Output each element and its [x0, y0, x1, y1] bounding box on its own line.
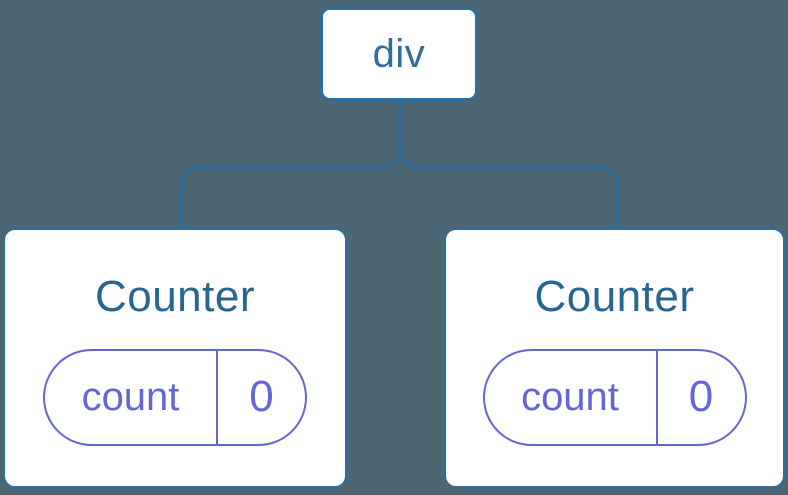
- state-value-count: 0: [688, 372, 714, 421]
- tree-node-counter-right: Counter count 0: [444, 228, 785, 488]
- counter-left-label: Counter: [94, 271, 256, 321]
- state-key-count: count: [521, 374, 619, 419]
- state-value-count: 0: [249, 372, 274, 421]
- state-key-count: count: [81, 374, 180, 419]
- counter-left-state-pill: count 0: [43, 348, 307, 446]
- tree-node-counter-left: Counter count 0: [3, 228, 347, 488]
- edge-root-to-left-counter: [179, 99, 402, 230]
- counter-right-label: Counter: [534, 271, 695, 321]
- state-pill-divider: [216, 350, 218, 444]
- div-node-label: div: [372, 31, 426, 76]
- state-pill-divider: [655, 350, 658, 444]
- tree-node-div: div: [320, 7, 478, 101]
- edge-root-to-right-counter: [398, 99, 620, 230]
- counter-right-state-pill: count 0: [482, 348, 747, 446]
